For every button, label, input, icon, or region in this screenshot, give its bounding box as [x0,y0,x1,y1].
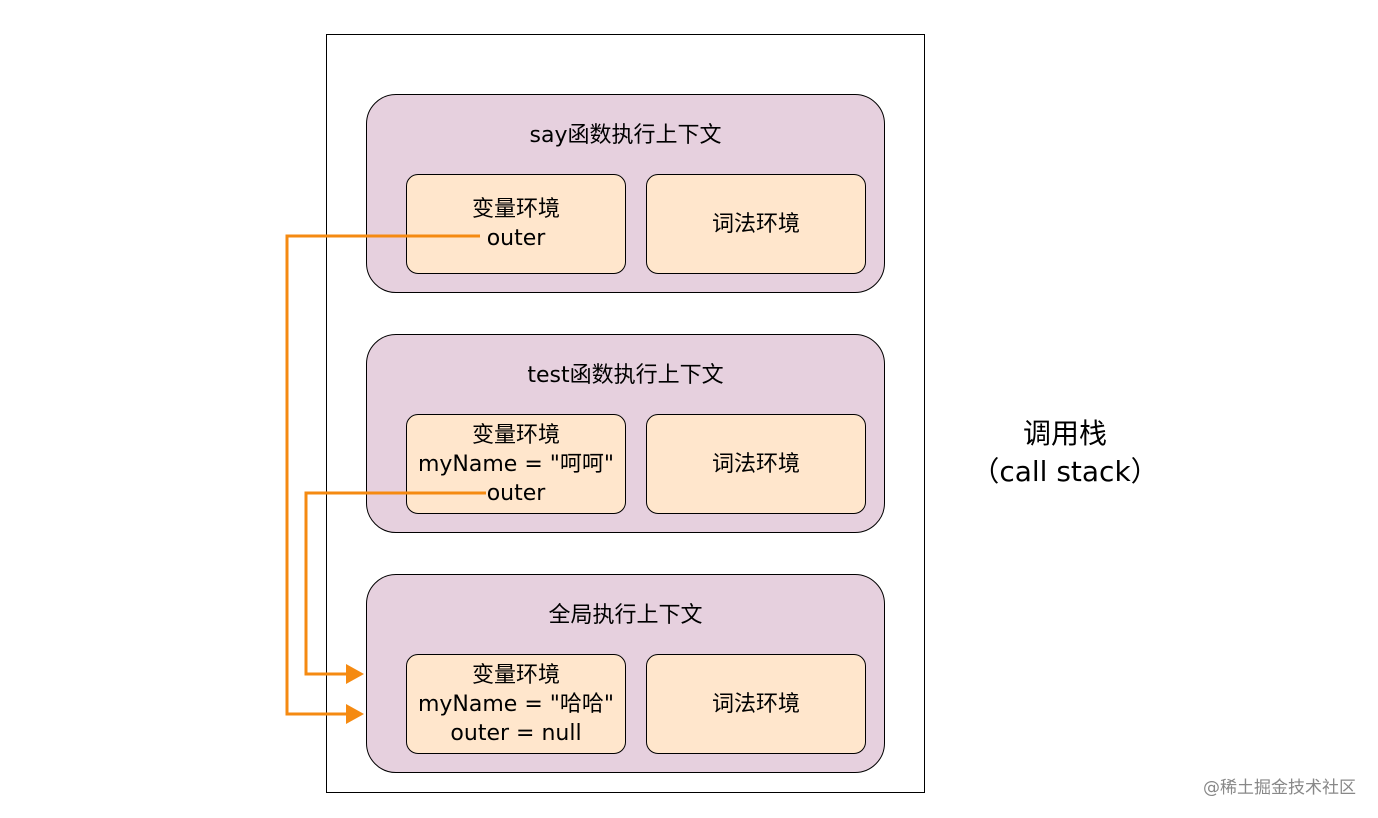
call-stack-label: 调用栈 （call stack） [965,415,1165,491]
global-variable-environment: 变量环境 myName = "哈哈" outer = null [406,654,626,754]
test-myname-variable: myName = "呵呵" [417,451,614,477]
test-outer-reference: outer [486,480,546,506]
test-variable-environment: 变量环境 myName = "呵呵" outer [406,414,626,514]
call-stack-label-english: （call stack） [971,455,1159,488]
global-lexical-environment: 词法环境 [646,654,866,754]
say-lexical-env-label: 词法环境 [711,211,800,237]
say-variable-env-label: 变量环境 [471,197,560,222]
global-myname-variable: myName = "哈哈" [417,691,614,717]
test-lexical-env-label: 词法环境 [711,451,800,477]
test-context-title: test函数执行上下文 [527,363,724,388]
say-context-title: say函数执行上下文 [529,123,722,148]
say-variable-environment: 变量环境 outer [406,174,626,274]
say-execution-context: say函数执行上下文 变量环境 outer 词法环境 [366,94,885,293]
test-execution-context: test函数执行上下文 变量环境 myName = "呵呵" outer 词法环… [366,334,885,533]
say-lexical-environment: 词法环境 [646,174,866,274]
test-variable-env-label: 变量环境 [471,422,560,448]
global-context-title: 全局执行上下文 [548,603,703,628]
global-lexical-env-label: 词法环境 [711,691,800,717]
global-execution-context: 全局执行上下文 变量环境 myName = "哈哈" outer = null … [366,574,885,773]
say-outer-reference: outer [486,226,546,251]
global-variable-env-label: 变量环境 [471,662,560,688]
global-outer-null: outer = null [450,720,582,746]
call-stack-label-chinese: 调用栈 [1022,417,1107,450]
watermark-text: @稀土掘金技术社区 [1203,778,1356,798]
test-lexical-environment: 词法环境 [646,414,866,514]
